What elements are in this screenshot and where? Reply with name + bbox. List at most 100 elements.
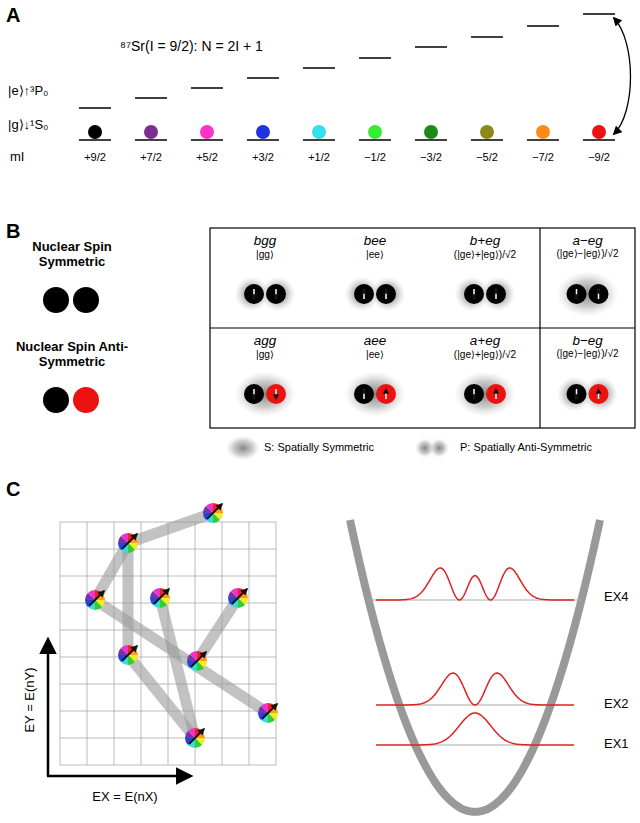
ground-level <box>471 139 503 141</box>
atom-pair <box>235 372 295 416</box>
multi-spin-atom <box>203 503 223 523</box>
spin-atom <box>424 125 438 139</box>
annotation: +7/2 <box>140 151 162 164</box>
state-label: agg <box>210 333 320 349</box>
panel-letter: C <box>6 478 20 501</box>
annotation: −5/2 <box>476 151 498 164</box>
state-cell: b+eg(|ge⟩+|eg⟩)/√2 <box>430 228 540 260</box>
excited-level <box>415 46 447 48</box>
annotation: −3/2 <box>420 151 442 164</box>
atom-pair <box>558 272 618 316</box>
spin-atom <box>592 125 606 139</box>
ground-level <box>415 139 447 141</box>
state-cell: a−eg(|ge⟩−|eg⟩)/√2 <box>540 228 635 260</box>
annotation: EX2 <box>604 697 629 712</box>
spin-atom <box>536 125 550 139</box>
ground-level <box>359 139 391 141</box>
spin-atom <box>256 125 270 139</box>
annotation: +3/2 <box>252 151 274 164</box>
annotation: ⁸⁷Sr(I = 9/2): N = 2I + 1 <box>120 38 263 54</box>
ground-level <box>527 139 559 141</box>
state-ket: (|ge⟩−|eg⟩)/√2 <box>540 348 635 360</box>
atom-pair <box>455 277 515 311</box>
atom-pair <box>345 277 405 311</box>
state-cell: aee|ee⟩ <box>320 328 430 360</box>
spin-atom <box>312 125 326 139</box>
excited-level <box>303 67 335 69</box>
annotation: EY = E(nY) <box>23 667 38 732</box>
excited-level <box>135 97 167 99</box>
state-label: b+eg <box>430 233 540 249</box>
legend-samples <box>227 436 449 460</box>
multi-spin-atom <box>228 588 248 608</box>
state-label: a+eg <box>430 333 540 349</box>
legend-text: P: Spatially Anti-Symmetric <box>460 441 592 454</box>
multi-spin-atom <box>118 533 138 553</box>
excited-level <box>247 77 279 79</box>
annotation: −9/2 <box>588 151 610 164</box>
atom-pair <box>455 372 515 416</box>
annotation: Nuclear Spin Anti-Symmetric <box>7 340 137 370</box>
excited-level <box>583 13 615 15</box>
panel-letter: B <box>6 220 20 243</box>
ground-level <box>135 139 167 141</box>
annotation: |e⟩↑³P₀ <box>8 84 49 99</box>
annotation: |g⟩↓¹S₀ <box>8 118 49 133</box>
multi-spin-atom <box>258 703 278 723</box>
state-cell: b−eg(|ge⟩−|eg⟩)/√2 <box>540 328 635 360</box>
harmonic-well <box>350 520 600 812</box>
state-label: bgg <box>210 233 320 249</box>
atom-pair <box>558 377 618 411</box>
annotation: +1/2 <box>308 151 330 164</box>
annotation: mI <box>10 150 24 165</box>
spin-atom <box>88 125 102 139</box>
annotation: −1/2 <box>364 151 386 164</box>
state-ket: (|ge⟩+|eg⟩)/√2 <box>430 349 540 361</box>
ground-level <box>583 139 615 141</box>
annotation: EX1 <box>604 737 629 752</box>
state-ket: (|ge⟩+|eg⟩)/√2 <box>430 249 540 261</box>
ground-level <box>191 139 223 141</box>
state-label: bee <box>320 233 430 249</box>
annotation: EX = E(nX) <box>92 790 157 805</box>
excited-level <box>359 57 391 59</box>
atom-pair <box>345 372 405 416</box>
spin-atom <box>480 125 494 139</box>
excited-level <box>527 25 559 27</box>
state-cell: bee|ee⟩ <box>320 228 430 260</box>
state-label: b−eg <box>540 333 635 348</box>
excited-level <box>471 36 503 38</box>
spin-atom <box>144 125 158 139</box>
spin-atom <box>200 125 214 139</box>
state-cell: bgg|gg⟩ <box>210 228 320 260</box>
multi-spin-atom <box>118 645 138 665</box>
atom-pair <box>235 277 295 311</box>
state-label: aee <box>320 333 430 349</box>
annotation: +9/2 <box>84 151 106 164</box>
energy-grid <box>47 503 278 776</box>
multi-spin-atom <box>187 651 207 671</box>
ground-level <box>303 139 335 141</box>
panel-letter: A <box>6 4 20 27</box>
ground-level <box>79 139 111 141</box>
level-diagram <box>79 14 631 140</box>
annotation: Nuclear Spin Symmetric <box>7 240 137 270</box>
state-label: a−eg <box>540 233 635 248</box>
state-ket: |ee⟩ <box>320 249 430 261</box>
state-table <box>210 228 635 428</box>
ground-level <box>247 139 279 141</box>
annotation: −7/2 <box>532 151 554 164</box>
state-cell: a+eg(|ge⟩+|eg⟩)/√2 <box>430 328 540 360</box>
state-cell: agg|gg⟩ <box>210 328 320 360</box>
state-ket: |gg⟩ <box>210 249 320 261</box>
state-ket: |ee⟩ <box>320 349 430 361</box>
legend-text: S: Spatially Symmetric <box>264 441 374 454</box>
state-ket: |gg⟩ <box>210 349 320 361</box>
excited-level <box>191 87 223 89</box>
multi-spin-atom <box>85 590 105 610</box>
annotation: EX4 <box>604 590 629 605</box>
excited-level <box>79 107 111 109</box>
multi-spin-atom <box>185 728 205 748</box>
transition-arrow <box>614 18 631 134</box>
